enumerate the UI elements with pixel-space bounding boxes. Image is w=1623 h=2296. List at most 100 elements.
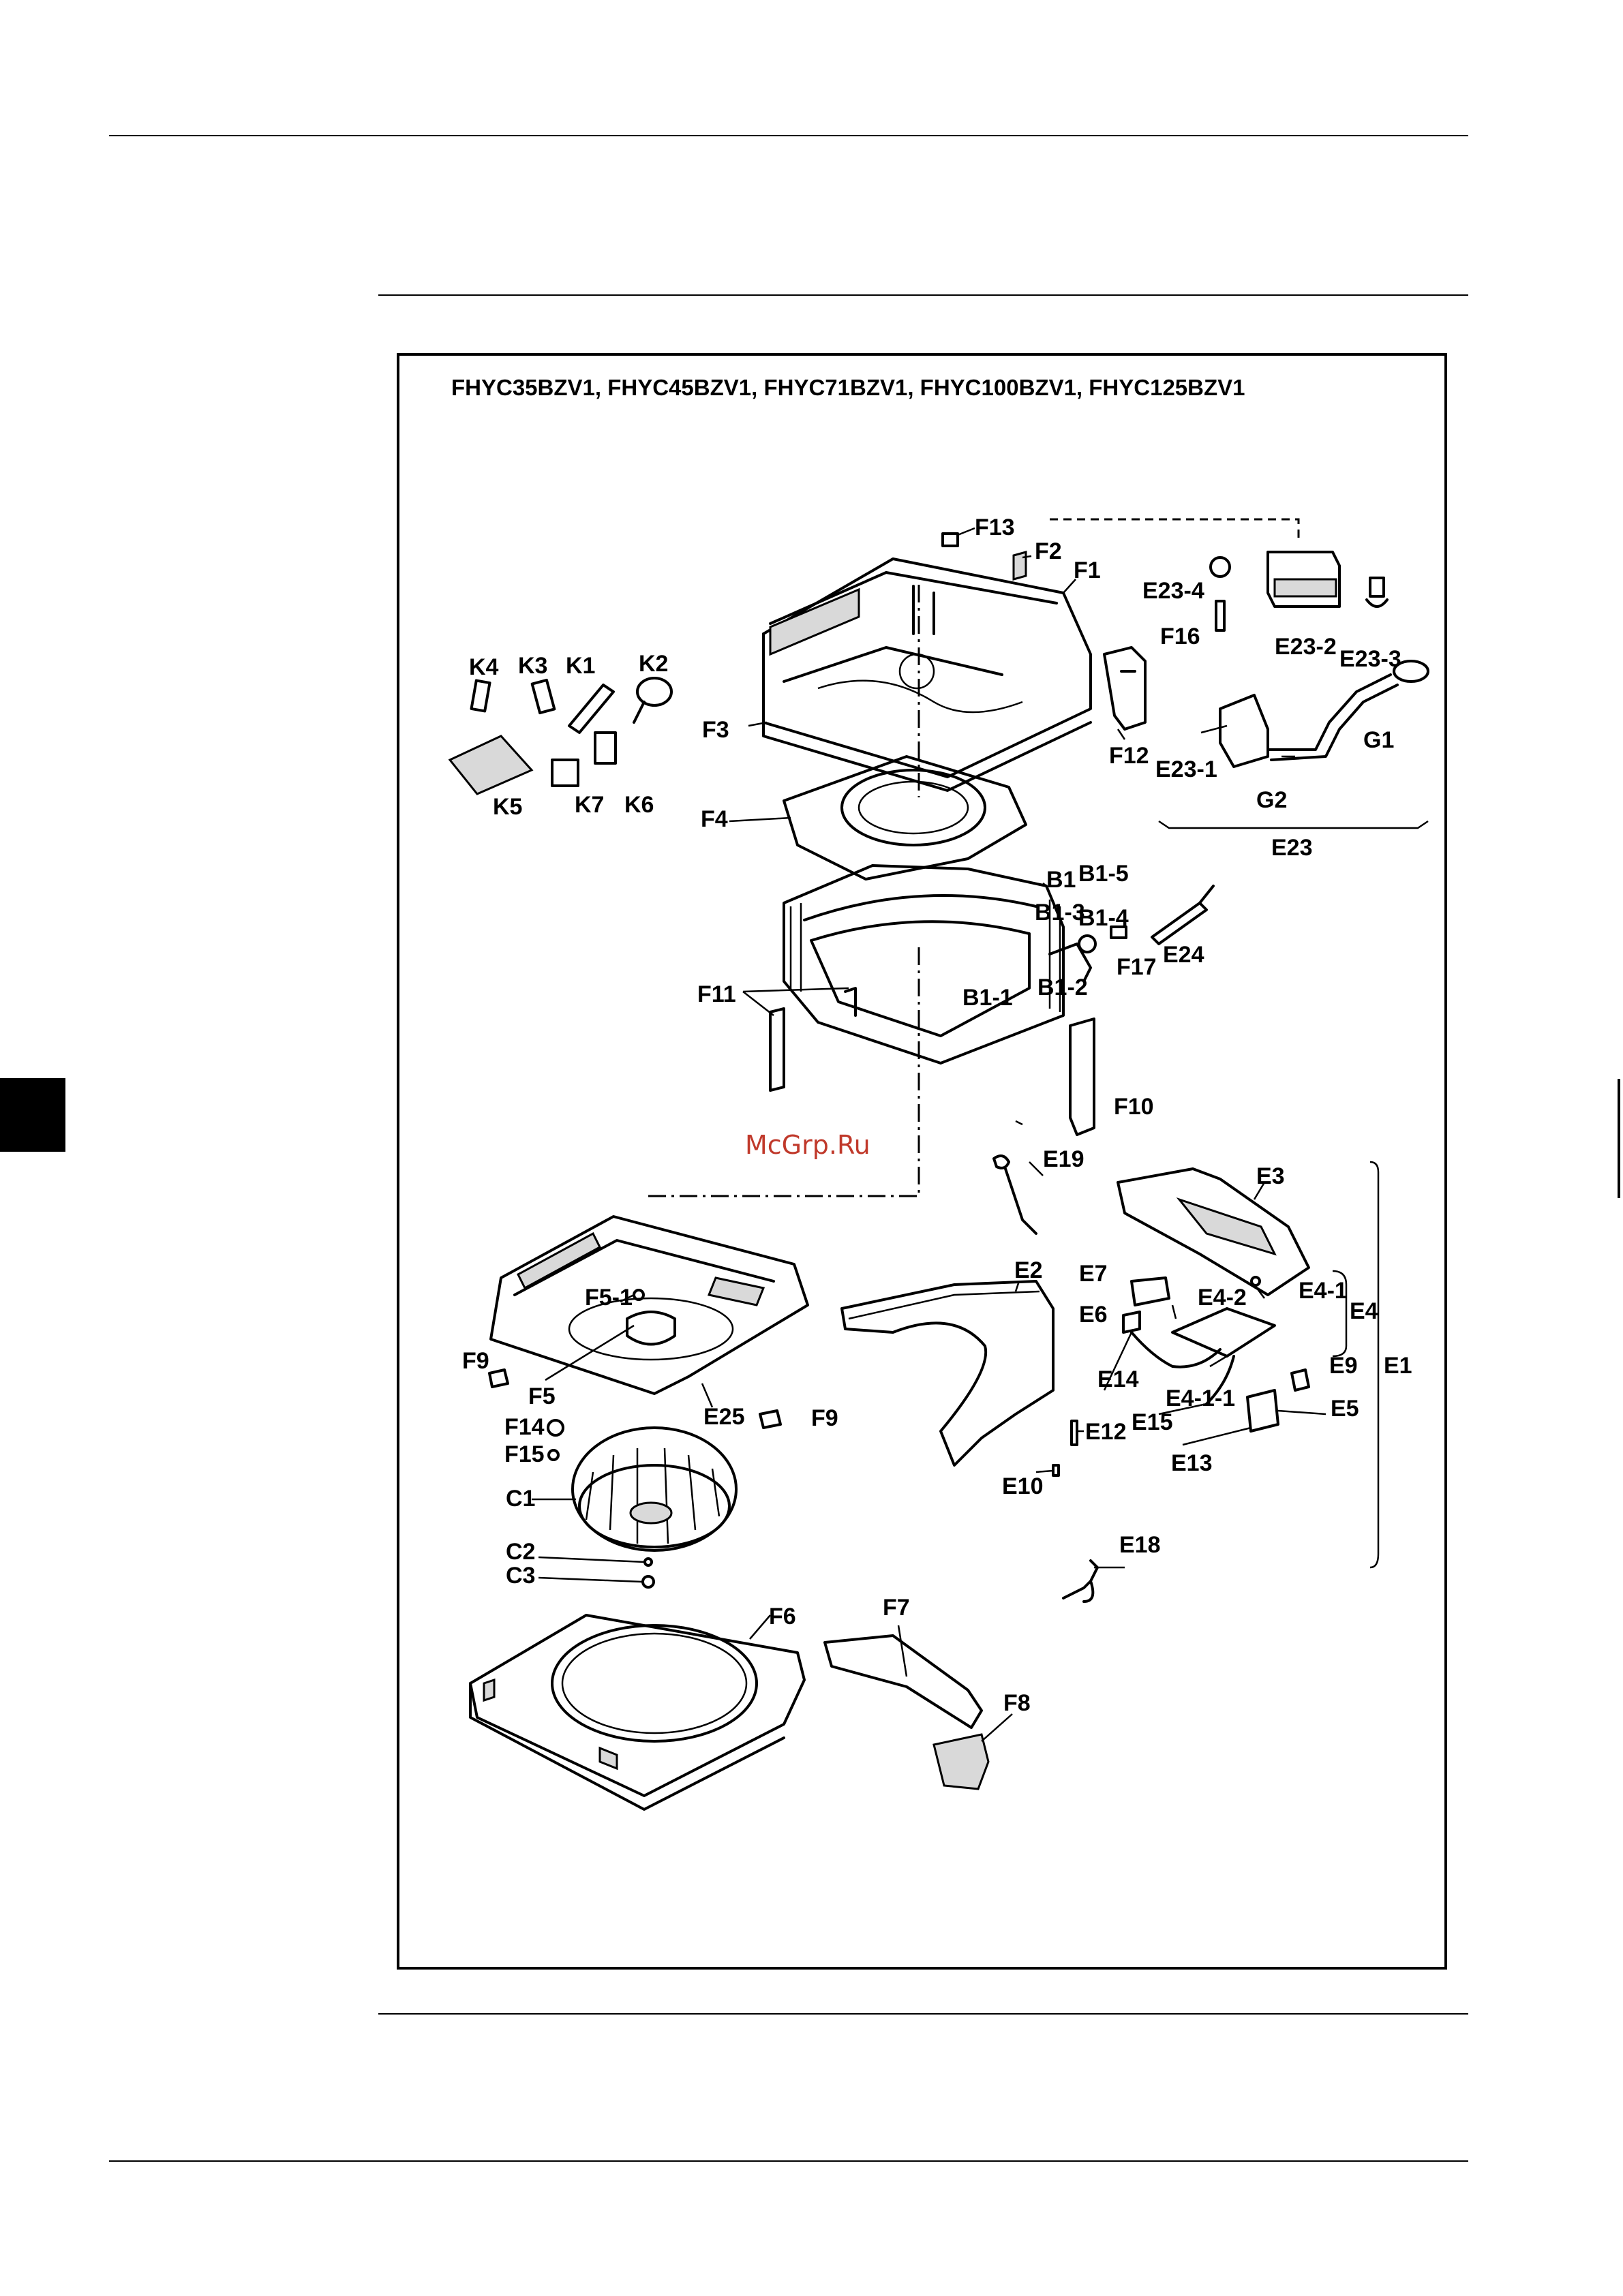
watermark-text: McGrp.Ru (745, 1130, 870, 1160)
label-k1: K1 (566, 653, 595, 679)
label-e23-1: E23-1 (1155, 756, 1217, 782)
part-f9-right (759, 1409, 782, 1429)
label-f7: F7 (883, 1595, 910, 1621)
control-box-e3 (1117, 1167, 1310, 1296)
label-g2: G2 (1256, 787, 1287, 813)
label-b1-5: B1-5 (1078, 861, 1129, 887)
guide-dashed-top (1050, 518, 1300, 538)
header-rule (109, 135, 1468, 136)
diagram-frame (397, 353, 1447, 1970)
label-e9: E9 (1329, 1353, 1358, 1379)
bracket-e1 (1369, 1161, 1380, 1569)
label-e4: E4 (1350, 1298, 1378, 1324)
part-f15 (547, 1449, 560, 1461)
label-e23: E23 (1271, 835, 1313, 861)
part-f12 (1103, 646, 1147, 731)
part-f13 (941, 532, 959, 547)
label-k4: K4 (469, 654, 499, 680)
label-e5: E5 (1331, 1396, 1359, 1422)
turbo-fan-c1 (571, 1426, 738, 1552)
frame-f5 (489, 1215, 809, 1395)
label-f3: F3 (702, 717, 729, 743)
label-b1-4: B1-4 (1078, 905, 1129, 931)
heat-exchanger-b1 (783, 864, 1215, 1065)
label-f17: F17 (1117, 954, 1157, 980)
label-f9-left: F9 (462, 1348, 489, 1374)
label-f5-1: F5-1 (585, 1285, 633, 1311)
label-c2: C2 (506, 1539, 535, 1565)
label-f16: F16 (1160, 624, 1200, 649)
label-b1-3: B1-3 (1035, 900, 1085, 925)
label-e14: E14 (1097, 1366, 1139, 1392)
binding-edge-mark (1618, 1079, 1620, 1198)
part-c3 (641, 1575, 655, 1589)
label-e15: E15 (1132, 1409, 1173, 1435)
label-e23-3: E23-3 (1339, 646, 1401, 672)
label-f15: F15 (504, 1441, 545, 1467)
drain-pump-e23 (1158, 551, 1429, 829)
bracket-e4 (1332, 1270, 1348, 1358)
label-g1: G1 (1363, 727, 1394, 753)
label-f14: F14 (504, 1414, 545, 1440)
label-f8: F8 (1003, 1690, 1031, 1716)
chapter-tab-marker (0, 1078, 65, 1152)
label-e3: E3 (1256, 1163, 1285, 1189)
part-f9-left (488, 1368, 509, 1388)
casing-f1 (762, 557, 1092, 792)
part-label-group: F13 F2 F1 E23-4 F16 E23-2 E23-3 F3 F12 E… (462, 515, 1412, 1716)
accessories-k (448, 677, 673, 795)
part-f10 (1069, 1017, 1095, 1136)
section-rule-top (378, 294, 1468, 296)
part-c2 (643, 1557, 653, 1567)
label-e23-2: E23-2 (1275, 634, 1337, 660)
label-k7: K7 (575, 792, 604, 818)
label-b1-1: B1-1 (962, 985, 1013, 1011)
label-k6: K6 (624, 792, 654, 818)
label-f11: F11 (697, 981, 736, 1007)
label-f10: F10 (1114, 1094, 1154, 1120)
label-f1: F1 (1074, 557, 1101, 583)
harness-e18 (1062, 1559, 1099, 1603)
label-e24: E24 (1163, 942, 1204, 968)
part-f2 (1012, 551, 1027, 581)
scroll-e2 (840, 1280, 1055, 1467)
label-e4-1-1: E4-1-1 (1166, 1386, 1235, 1411)
label-f6: F6 (769, 1604, 796, 1629)
label-b1-2: B1-2 (1037, 975, 1088, 1000)
label-f5: F5 (528, 1383, 556, 1409)
label-f9-right: F9 (811, 1405, 838, 1431)
footer-rule (109, 2160, 1468, 2162)
label-e4-1: E4-1 (1299, 1278, 1348, 1304)
section-rule-bottom (378, 2013, 1468, 2015)
label-e1: E1 (1384, 1353, 1412, 1379)
label-f13: F13 (975, 515, 1015, 540)
corner-cover-f8 (932, 1733, 990, 1790)
label-e12: E12 (1085, 1419, 1127, 1445)
label-e6: E6 (1079, 1302, 1108, 1328)
label-c1: C1 (506, 1486, 535, 1512)
plate-f4 (783, 755, 1027, 881)
part-f14 (547, 1419, 564, 1437)
part-e10 (1052, 1464, 1060, 1477)
label-e25: E25 (703, 1404, 745, 1430)
label-f2: F2 (1035, 538, 1062, 564)
label-f4: F4 (701, 806, 728, 832)
label-e23-4: E23-4 (1142, 578, 1204, 604)
sensor-e19 (992, 1154, 1037, 1235)
leader-lines (532, 527, 1326, 1742)
label-e2: E2 (1014, 1257, 1043, 1283)
panel-f6 (469, 1614, 806, 1811)
label-k3: K3 (518, 653, 547, 679)
label-e19: E19 (1043, 1146, 1084, 1172)
label-f12: F12 (1109, 743, 1149, 769)
label-c3: C3 (506, 1563, 535, 1589)
label-k5: K5 (493, 794, 522, 820)
label-k2: K2 (639, 651, 668, 677)
label-b1: B1 (1046, 867, 1076, 893)
label-e7: E7 (1079, 1261, 1108, 1287)
label-e10: E10 (1002, 1473, 1044, 1499)
label-e4-2: E4-2 (1198, 1285, 1247, 1311)
label-e18: E18 (1119, 1532, 1161, 1558)
label-e13: E13 (1171, 1450, 1213, 1476)
